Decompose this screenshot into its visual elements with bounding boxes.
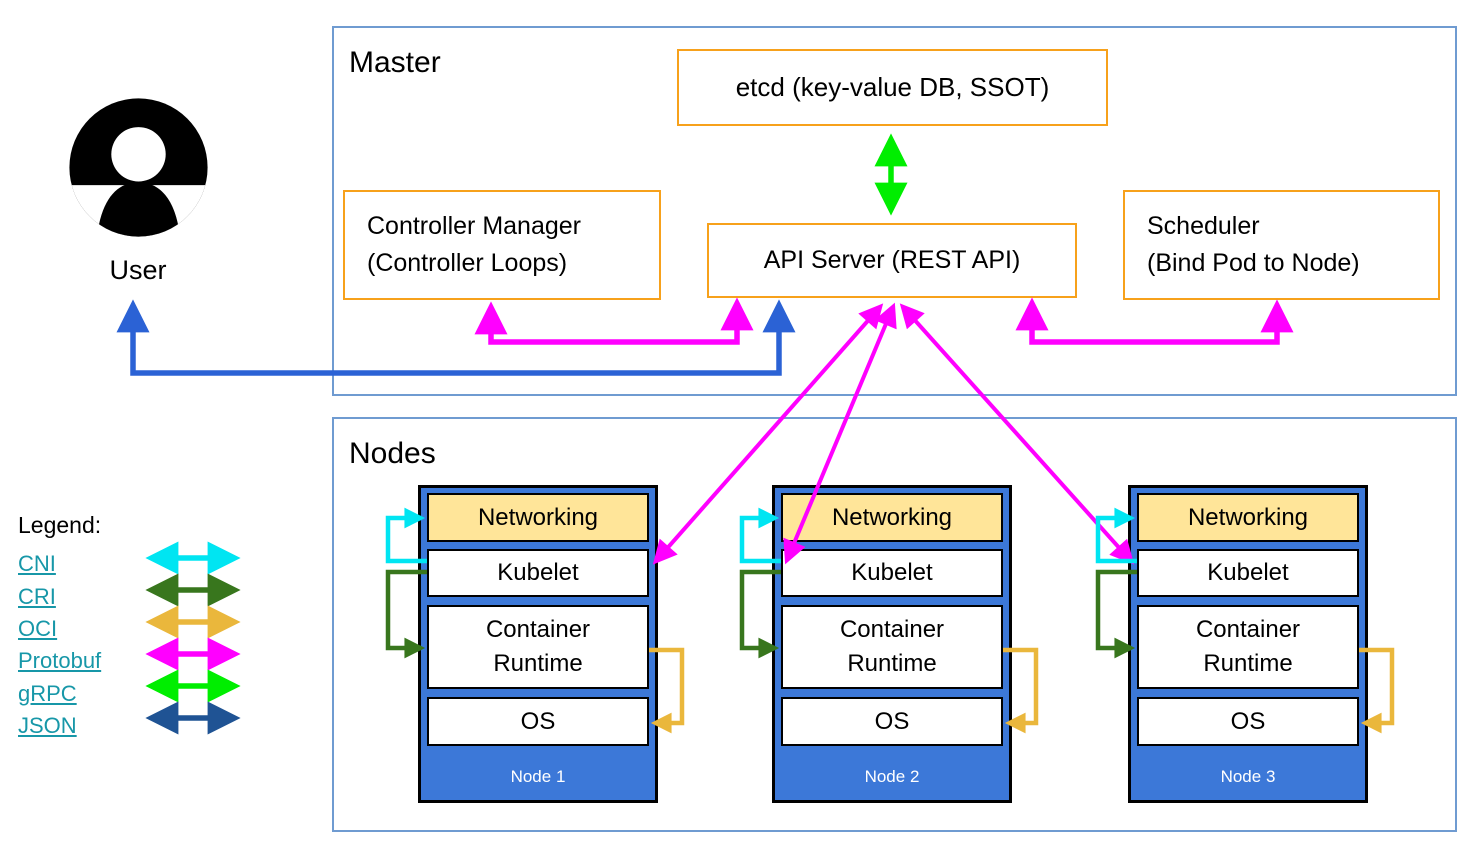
- etcd-box: etcd (key-value DB, SSOT): [677, 49, 1108, 126]
- api-server-label: API Server (REST API): [763, 246, 1021, 274]
- container-runtime-label: Container Runtime: [485, 616, 591, 677]
- legend: Legend: CNI CRI OCI Protobuf gRPC JSON: [18, 512, 101, 742]
- legend-link-cri[interactable]: CRI: [18, 583, 56, 609]
- os-label: OS: [1230, 707, 1266, 735]
- master-title: Master: [349, 46, 441, 79]
- kubelet-label: Kubelet: [851, 559, 933, 586]
- legend-item-json: JSON: [18, 710, 101, 742]
- node-1-name: Node 1: [510, 766, 566, 786]
- user-figure: User: [63, 94, 213, 286]
- legend-item-grpc: gRPC: [18, 678, 101, 710]
- node-3: Networking Kubelet Container Runtime OS …: [1128, 485, 1368, 803]
- legend-title: Legend:: [18, 512, 102, 538]
- node-2-os-layer: OS: [781, 697, 1003, 746]
- node-3-container-runtime-layer: Container Runtime: [1137, 605, 1359, 689]
- controller-manager-box: Controller Manager (Controller Loops): [343, 190, 661, 300]
- node-2-container-runtime-layer: Container Runtime: [781, 605, 1003, 689]
- networking-label: Networking: [1187, 503, 1309, 531]
- node-2-name: Node 2: [864, 766, 920, 786]
- legend-item-oci: OCI: [18, 613, 101, 645]
- user-label: User: [109, 255, 167, 285]
- scheduler-sublabel: (Bind Pod to Node): [1147, 249, 1360, 277]
- user-icon: [68, 98, 208, 237]
- node-2-networking-layer: Networking: [781, 493, 1003, 542]
- node-1-kubelet-layer: Kubelet: [427, 549, 649, 597]
- controller-manager-label: Controller Manager: [367, 212, 581, 240]
- legend-link-oci[interactable]: OCI: [18, 615, 58, 641]
- api-server-box: API Server (REST API): [707, 223, 1077, 298]
- node-3-name: Node 3: [1220, 766, 1276, 786]
- legend-link-json[interactable]: JSON: [18, 713, 77, 739]
- legend-link-grpc[interactable]: gRPC: [18, 680, 77, 706]
- legend-item-protobuf: Protobuf: [18, 645, 101, 677]
- node-3-networking-layer: Networking: [1137, 493, 1359, 542]
- networking-label: Networking: [831, 503, 953, 531]
- etcd-label: etcd (key-value DB, SSOT): [735, 72, 1050, 102]
- os-label: OS: [874, 707, 910, 735]
- nodes-title: Nodes: [349, 437, 436, 470]
- kubelet-label: Kubelet: [1207, 559, 1289, 586]
- networking-label: Networking: [477, 503, 599, 531]
- node-1-container-runtime-layer: Container Runtime: [427, 605, 649, 689]
- node-1-os-layer: OS: [427, 697, 649, 746]
- legend-link-cni[interactable]: CNI: [18, 551, 56, 577]
- scheduler-box: Scheduler (Bind Pod to Node): [1123, 190, 1440, 300]
- legend-item-cni: CNI: [18, 548, 101, 580]
- legend-item-cri: CRI: [18, 580, 101, 612]
- container-runtime-label: Container Runtime: [839, 616, 945, 677]
- controller-manager-sublabel: (Controller Loops): [367, 249, 568, 277]
- scheduler-label: Scheduler: [1147, 212, 1260, 240]
- node-2: Networking Kubelet Container Runtime OS …: [772, 485, 1012, 803]
- kubelet-label: Kubelet: [497, 559, 579, 586]
- node-1: Networking Kubelet Container Runtime OS …: [418, 485, 658, 803]
- node-3-os-layer: OS: [1137, 697, 1359, 746]
- legend-link-protobuf[interactable]: Protobuf: [18, 648, 102, 674]
- os-label: OS: [520, 707, 556, 735]
- container-runtime-label: Container Runtime: [1195, 616, 1301, 677]
- node-2-kubelet-layer: Kubelet: [781, 549, 1003, 597]
- node-3-kubelet-layer: Kubelet: [1137, 549, 1359, 597]
- node-1-networking-layer: Networking: [427, 493, 649, 542]
